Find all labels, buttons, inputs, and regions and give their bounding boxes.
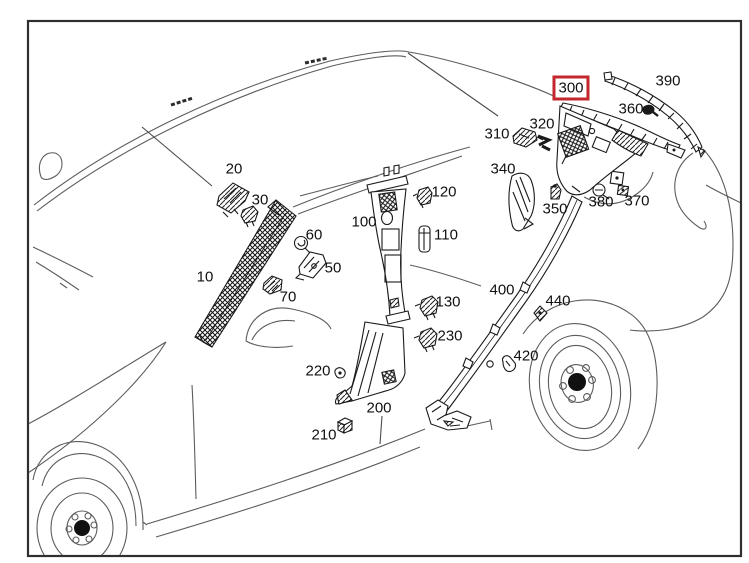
part-clip-120[interactable] (412, 186, 433, 209)
part-bracket-50[interactable] (294, 251, 327, 281)
part-label-200[interactable]: 200 (366, 399, 392, 417)
part-clip-130[interactable] (414, 295, 439, 321)
part-label-440[interactable]: 440 (545, 292, 571, 310)
part-label-340[interactable]: 340 (490, 160, 516, 178)
part-clip-30[interactable] (240, 205, 259, 228)
part-label-230[interactable]: 230 (437, 327, 463, 345)
part-clip-110[interactable] (418, 225, 431, 253)
part-clip-440[interactable] (533, 305, 548, 322)
part-label-120[interactable]: 120 (431, 183, 457, 201)
part-label-300-highlighted[interactable]: 300 (552, 75, 590, 101)
diagram-frame (26, 19, 743, 558)
part-sill-strip-400[interactable] (425, 195, 583, 431)
part-clip-230[interactable] (413, 327, 438, 353)
part-bracket-310[interactable] (512, 127, 544, 148)
part-label-130[interactable]: 130 (435, 293, 461, 311)
part-label-50[interactable]: 50 (324, 259, 342, 277)
part-rail-390[interactable] (603, 71, 706, 159)
part-label-60[interactable]: 60 (305, 226, 323, 244)
part-clip-220[interactable] (334, 367, 346, 379)
part-label-70[interactable]: 70 (279, 288, 297, 306)
part-clip-70[interactable] (262, 275, 283, 295)
part-clip-420[interactable] (486, 355, 516, 372)
part-a-pillar-trim-10[interactable] (194, 199, 297, 348)
part-label-220[interactable]: 220 (305, 362, 331, 380)
part-label-100[interactable]: 100 (351, 213, 377, 231)
part-label-210[interactable]: 210 (311, 426, 337, 444)
part-clip-360[interactable] (642, 104, 659, 117)
part-label-10[interactable]: 10 (196, 268, 214, 286)
part-b-pillar-lower-200[interactable] (334, 321, 406, 445)
part-label-350[interactable]: 350 (542, 200, 568, 218)
car-body-outline (29, 50, 740, 538)
part-clip-60[interactable] (293, 235, 311, 254)
part-b-pillar-upper-100[interactable] (366, 164, 411, 325)
part-clip-210[interactable] (336, 417, 354, 434)
part-clip-20[interactable] (216, 182, 250, 218)
part-label-360[interactable]: 360 (618, 100, 644, 118)
part-label-20[interactable]: 20 (225, 160, 243, 178)
front-wheel (32, 440, 148, 555)
part-label-30[interactable]: 30 (251, 191, 269, 209)
part-label-320[interactable]: 320 (529, 115, 555, 133)
part-c-pillar-trim-300[interactable] (556, 102, 686, 196)
part-label-420[interactable]: 420 (513, 347, 539, 365)
part-label-400[interactable]: 400 (489, 281, 515, 299)
part-label-370[interactable]: 370 (624, 192, 650, 210)
part-grommet-380[interactable] (592, 183, 610, 200)
part-clip-350[interactable] (550, 183, 562, 200)
part-bracket-370[interactable] (609, 170, 630, 197)
part-quarter-trim-340[interactable] (508, 172, 535, 232)
part-label-110[interactable]: 110 (434, 226, 458, 244)
part-label-390[interactable]: 390 (655, 72, 681, 90)
part-label-380[interactable]: 380 (588, 193, 614, 211)
part-label-310[interactable]: 310 (484, 125, 510, 143)
rear-wheel (528, 322, 632, 452)
part-clip-320[interactable] (537, 134, 553, 152)
